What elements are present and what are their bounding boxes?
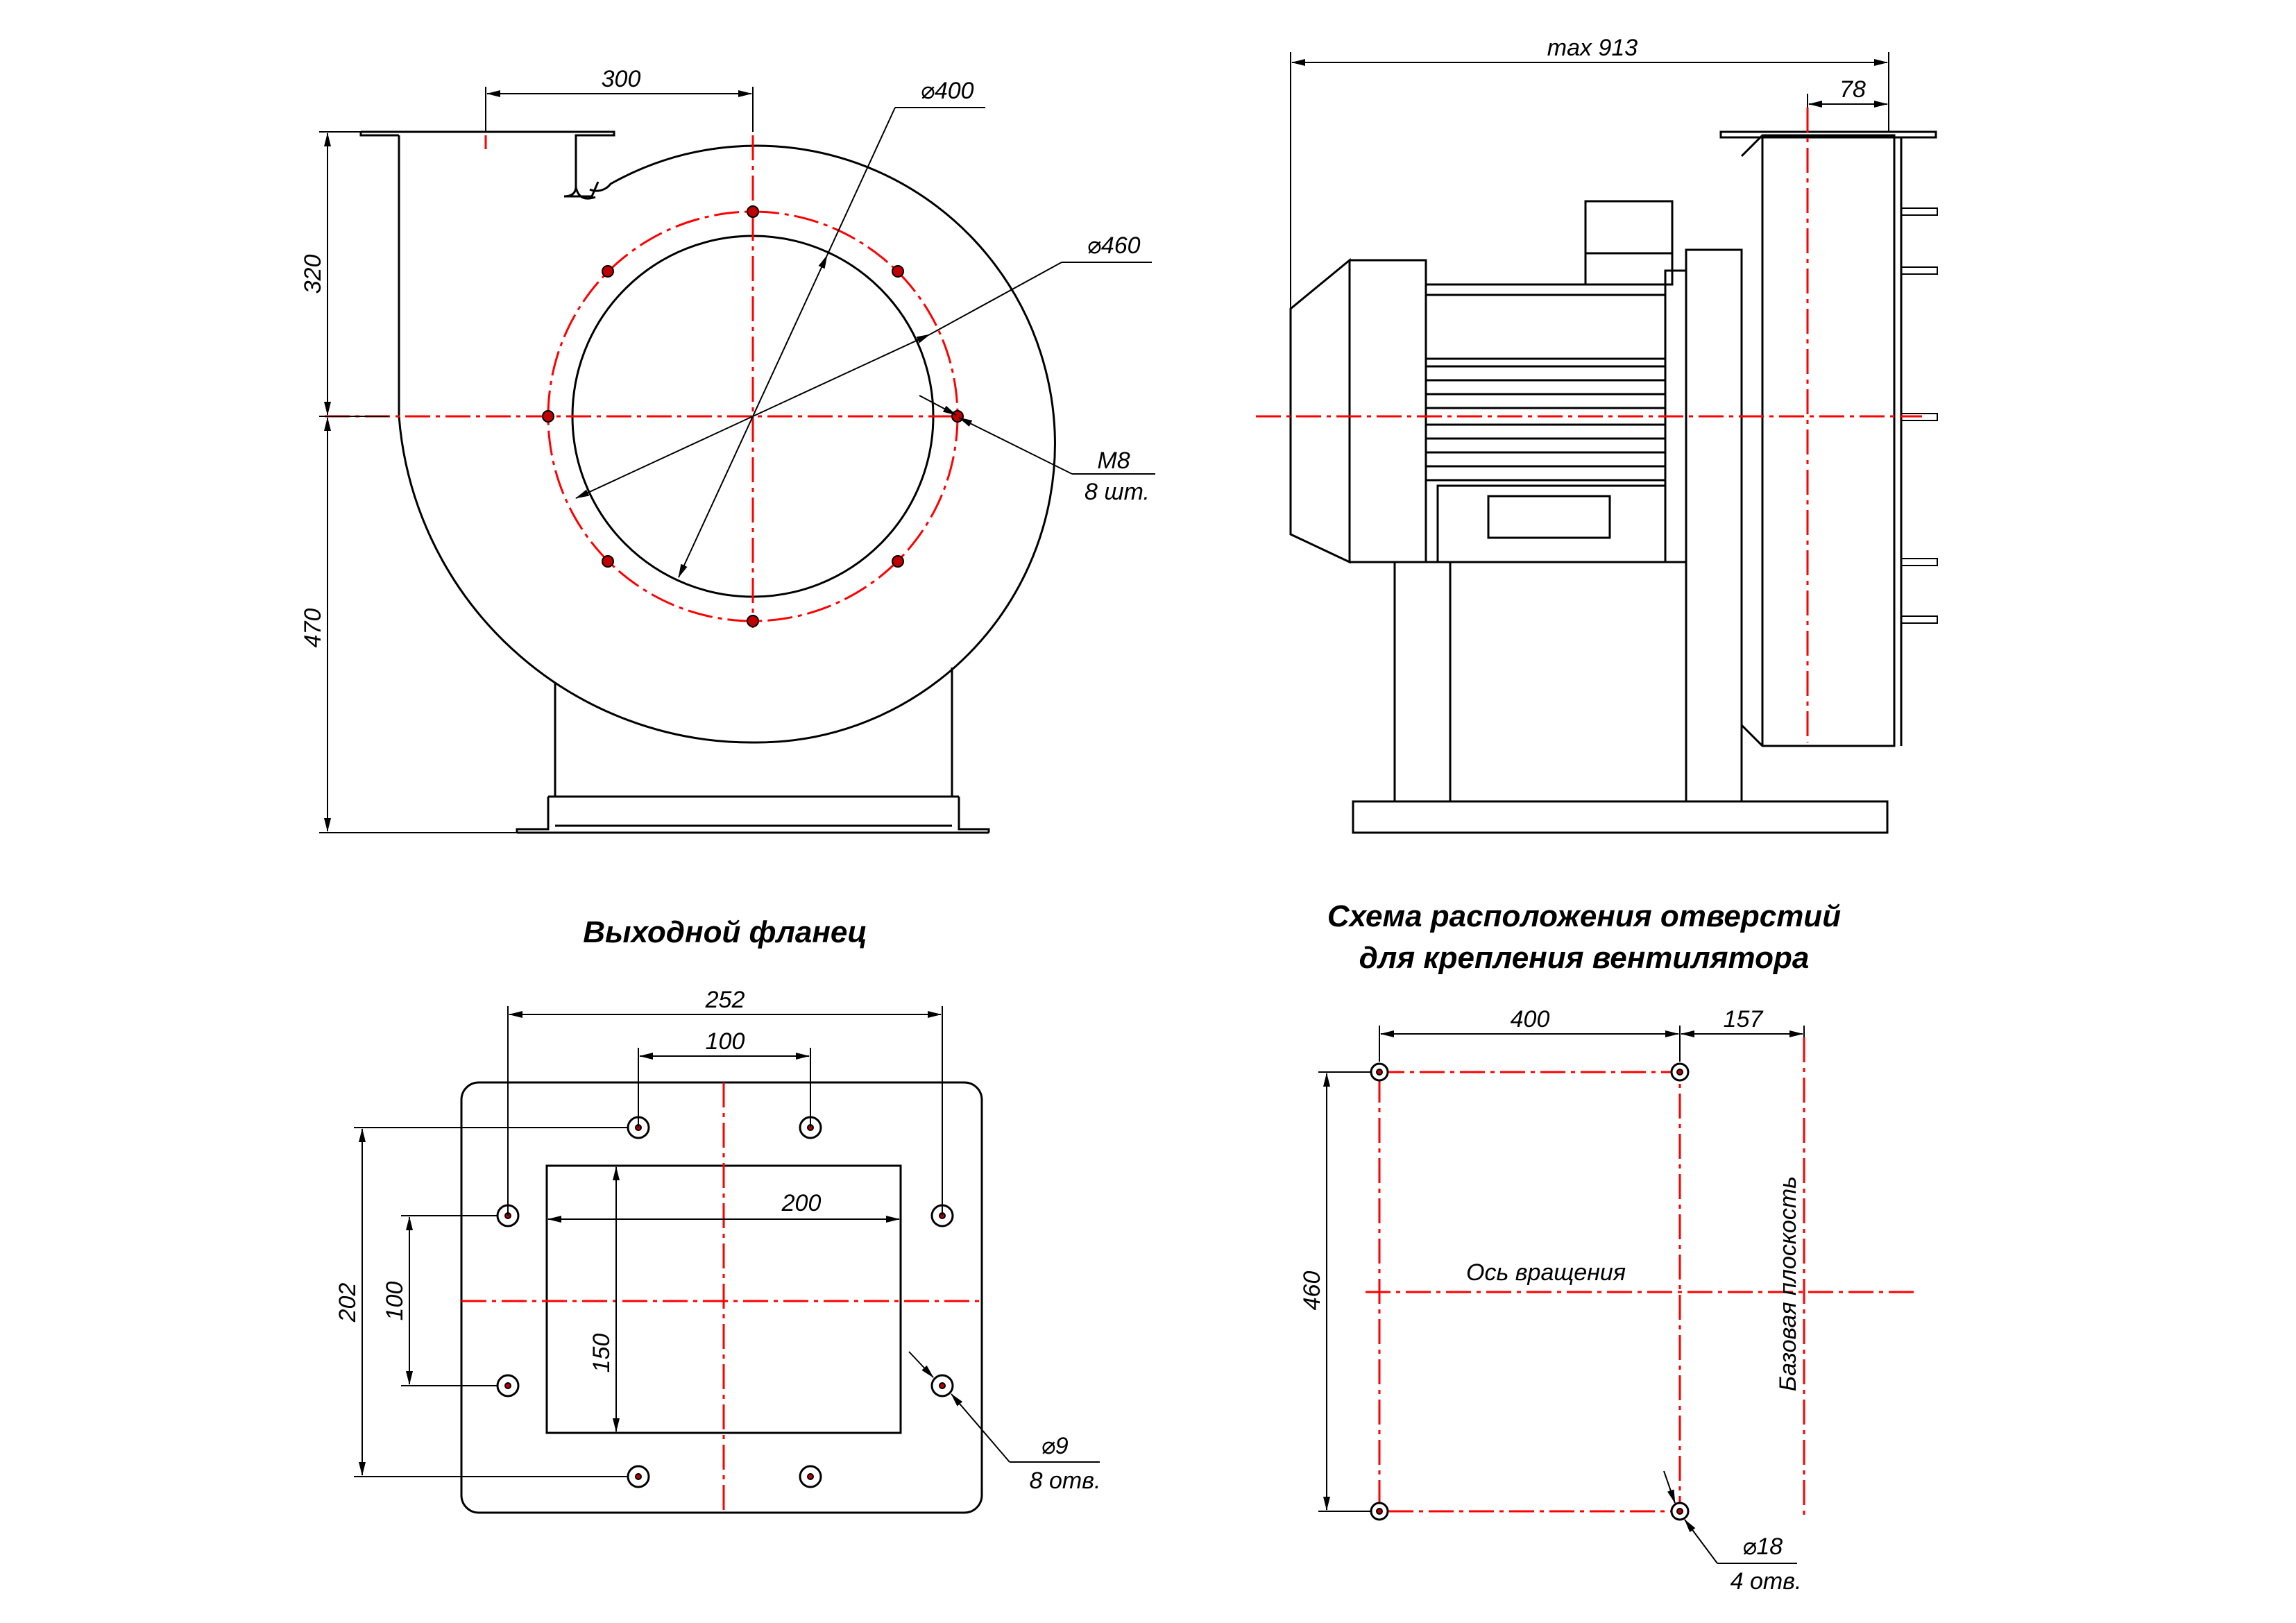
bolt-holes	[542, 205, 964, 627]
motor-top-band	[1425, 294, 1667, 360]
outlet-flange-title: Выходной фланец	[583, 915, 867, 949]
side-stand	[1393, 561, 1687, 803]
inlet-studs	[1900, 207, 1938, 624]
dim-mounting-width: 400	[1511, 1006, 1550, 1033]
outlet-flange-outline	[361, 130, 615, 198]
dim-outer-circle: ⌀460	[1087, 232, 1140, 259]
motor-body	[1425, 283, 1667, 563]
side-view: max 913 78	[1256, 35, 1938, 834]
volute-tongue	[575, 187, 596, 200]
motor-fan-cowl	[1289, 257, 1427, 564]
outlet-flange-lip	[359, 132, 399, 137]
mounting-title-line1: Схема расположения отверстий	[1327, 899, 1841, 933]
side-base-plate	[1352, 800, 1889, 834]
rotation-axis-label: Ось вращения	[1466, 1259, 1626, 1286]
terminal-box	[1584, 200, 1674, 286]
dim-flange-outer-width: 252	[705, 987, 745, 1013]
thread-label: M8	[1097, 448, 1130, 474]
outlet-flange-view: Выходной фланец 252	[334, 915, 1101, 1514]
dim-mounting-offset: 157	[1724, 1006, 1764, 1033]
front-stand	[548, 668, 959, 798]
front-base-plate	[516, 797, 990, 834]
dim-top-height: 320	[300, 255, 326, 294]
mounting-title-line2: для крепления вентилятора	[1359, 941, 1810, 975]
side-housing	[1740, 134, 1896, 747]
dim-outlet-offset: 300	[602, 66, 641, 92]
volute-housing	[398, 135, 1056, 744]
mounting-hole-label: ⌀18	[1742, 1533, 1783, 1560]
flange-bolt-holes	[496, 1116, 954, 1488]
thread-count: 8 шт.	[1085, 479, 1150, 505]
dim-flange-outer-height: 202	[334, 1283, 361, 1323]
motor-nameplate	[1487, 495, 1611, 539]
motor-adapter	[1685, 248, 1743, 803]
dim-flange-top-spacing: 100	[706, 1028, 745, 1055]
mounting-scheme-view: Схема расположения отверстий для креплен…	[1299, 899, 1915, 1595]
flange-hole-count: 8 отв.	[1030, 1468, 1101, 1494]
dim-bolt-circle: ⌀400	[920, 78, 973, 104]
flange-hole-label: ⌀9	[1041, 1433, 1068, 1459]
mounting-holes	[1370, 1062, 1690, 1521]
front-view: 300 320 470 ⌀400 ⌀460 M8 8 шт.	[300, 66, 1155, 834]
dim-max-length: max 913	[1547, 35, 1638, 61]
base-plane-label: Базовая плоскость	[1775, 1176, 1801, 1391]
dim-flange-side-spacing: 100	[382, 1282, 408, 1321]
flange-outer-plate	[460, 1081, 983, 1514]
dim-mounting-height: 460	[1299, 1271, 1325, 1311]
dim-flange: 78	[1839, 76, 1866, 103]
dim-flange-inner-height: 150	[588, 1334, 615, 1373]
dim-bottom-height: 470	[300, 609, 326, 648]
mounting-hole-count: 4 отв.	[1730, 1568, 1802, 1595]
side-outlet-flange	[1719, 130, 1937, 139]
motor-cooling-fins	[1426, 365, 1665, 482]
dim-flange-inner-width: 200	[781, 1190, 822, 1216]
